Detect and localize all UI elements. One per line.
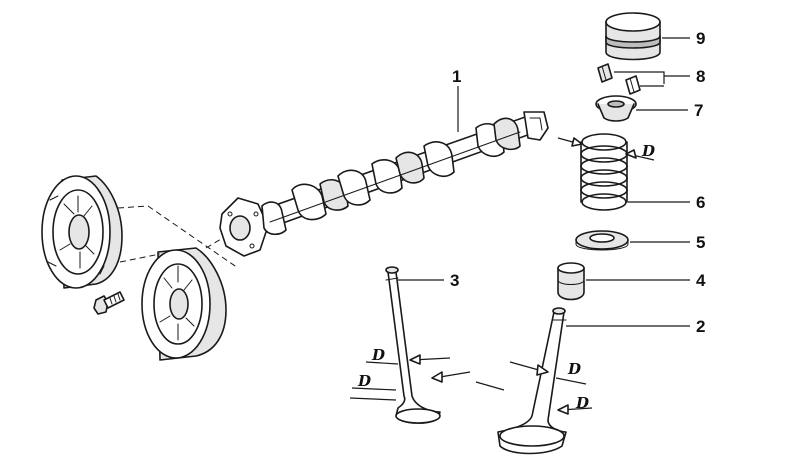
callout-labels: 1 2 3 4 5 6 7 8 9 [450, 29, 706, 336]
bucket-tappet [605, 12, 661, 61]
sprocket-front [141, 247, 227, 361]
callout-9: 9 [696, 29, 705, 48]
dimension-label-valve3-upper: D [371, 346, 385, 364]
camshaft [219, 111, 549, 257]
dimension-arrows [349, 137, 655, 415]
valve-spring [580, 133, 628, 211]
bolt [93, 291, 125, 315]
assembly-line-lower [119, 235, 227, 263]
spring-seat [575, 230, 629, 251]
callout-5: 5 [696, 233, 705, 252]
valve-keepers [597, 63, 641, 95]
valve-stem-seal [557, 262, 585, 301]
valve-left [385, 266, 441, 424]
dimension-label-valve2-upper: D [567, 360, 581, 378]
callout-leaders [398, 37, 690, 327]
dimension-label-valve3-lower: D [357, 372, 371, 390]
spring-retainer [595, 95, 637, 122]
callout-2: 2 [696, 317, 705, 336]
callout-3: 3 [450, 271, 459, 290]
callout-8: 8 [696, 67, 705, 86]
callout-1: 1 [452, 67, 461, 86]
callout-7: 7 [694, 101, 703, 120]
dimension-label-spring: D [641, 142, 655, 160]
callout-4: 4 [696, 271, 706, 290]
callout-6: 6 [696, 193, 705, 212]
dimension-label-valve2-lower: D [575, 394, 589, 412]
valve-right [497, 307, 567, 455]
dimension-labels: D D D D D [357, 142, 655, 412]
sprocket-rear [41, 175, 123, 289]
